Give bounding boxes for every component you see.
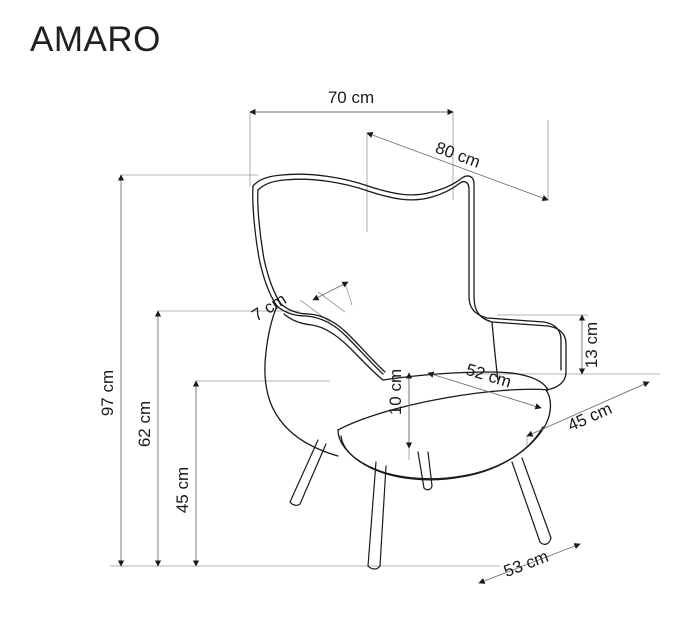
dimension-width-70: 70 cm — [249, 88, 454, 116]
dimension-line-52 — [427, 371, 542, 410]
dimension-line-80 — [366, 132, 549, 201]
dimension-height-45: 45 cm — [173, 380, 200, 567]
dimension-seat-thickness-10: 10 cm — [386, 369, 413, 449]
dimension-depth-80: 80 cm — [366, 132, 549, 201]
dimension-base-53: 53 cm — [478, 543, 581, 584]
dimension-height-62: 62 cm — [135, 310, 162, 567]
dimension-line-53 — [478, 543, 581, 584]
extension-lines — [110, 112, 660, 567]
dimension-label-13: 13 cm — [582, 322, 601, 368]
dimension-label-10: 10 cm — [386, 369, 405, 415]
dimension-label-70: 70 cm — [328, 88, 374, 107]
dimension-label-7: 7 cm — [248, 290, 289, 326]
dimension-backrest-13: 13 cm — [578, 314, 601, 375]
dimension-label-97: 97 cm — [98, 370, 117, 416]
page-title: AMARO — [30, 20, 161, 59]
dimension-line-45-depth — [526, 381, 650, 437]
dimension-label-45-depth: 45 cm — [565, 399, 615, 435]
dimension-label-53: 53 cm — [501, 547, 551, 581]
dimension-line-7 — [312, 281, 349, 301]
chair-legs — [289, 439, 552, 570]
dimension-label-45-height: 45 cm — [173, 467, 192, 513]
dimension-seat-width-52: 52 cm — [427, 360, 542, 410]
dimension-height-97: 97 cm — [98, 174, 125, 567]
dimension-label-62: 62 cm — [135, 401, 154, 447]
